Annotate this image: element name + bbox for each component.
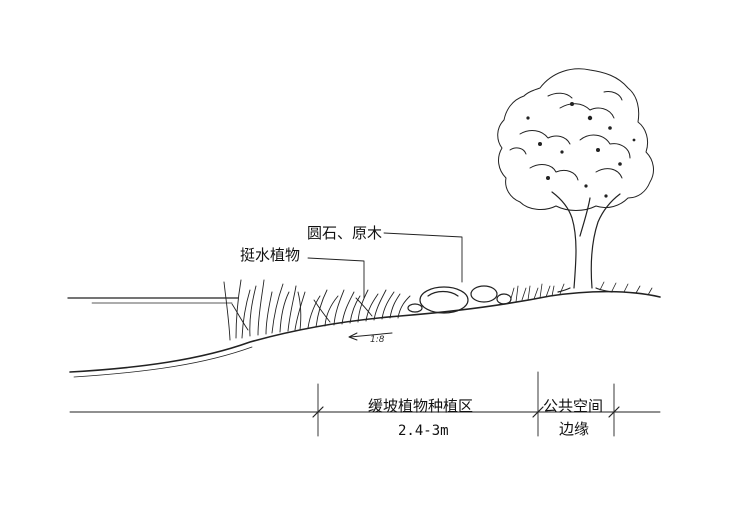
slope-arrow bbox=[349, 332, 393, 338]
public-space-label: 公共空间 bbox=[543, 397, 604, 415]
slope-ratio-label: 1:8 bbox=[370, 335, 385, 345]
stone-leader-line bbox=[383, 232, 463, 283]
public-space-edge-label: 边缘 bbox=[559, 420, 590, 438]
emergent-reeds bbox=[223, 279, 411, 341]
dimension-slash-mid bbox=[532, 406, 544, 418]
stone-wood-label: 圆石、原木 bbox=[307, 224, 383, 242]
tree-canopy bbox=[497, 68, 654, 211]
dimension-slash-left bbox=[312, 406, 324, 418]
tree-trunk bbox=[551, 191, 621, 293]
dimension-slash-right bbox=[608, 406, 620, 418]
emergent-leader-line bbox=[307, 257, 365, 299]
bank-profile bbox=[69, 290, 661, 373]
slope-zone-label: 缓坡植物种植区 bbox=[368, 397, 474, 415]
zone-width-label: 2.4-3m bbox=[398, 423, 449, 439]
bank-profile-inner bbox=[73, 346, 253, 378]
slope-arrow-head bbox=[348, 332, 358, 341]
bank-grasses bbox=[509, 281, 653, 303]
boulders bbox=[407, 285, 512, 314]
emergent-plants-label: 挺水植物 bbox=[240, 246, 301, 264]
tree-foliage-fill bbox=[526, 102, 636, 198]
